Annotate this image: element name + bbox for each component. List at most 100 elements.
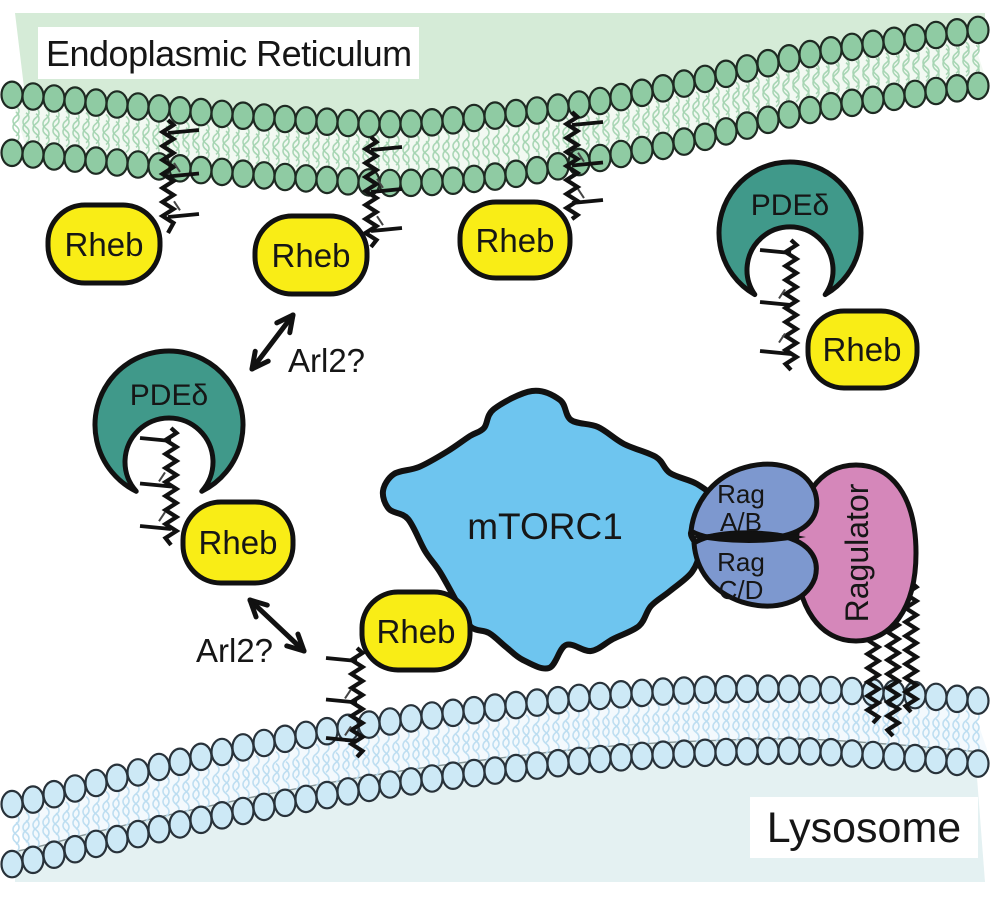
arrow-head xyxy=(247,597,259,620)
lipid-tail xyxy=(812,709,820,742)
prenyl-zigzag xyxy=(361,135,381,249)
lipid-head xyxy=(672,127,696,156)
lipid-head xyxy=(714,737,738,767)
lipid-tail xyxy=(782,699,790,731)
rheb-label: Rheb xyxy=(476,222,555,259)
lipid-tail xyxy=(52,812,60,844)
lipid-tail xyxy=(872,702,880,735)
lipid-head xyxy=(714,117,738,146)
lipid-head xyxy=(168,96,192,125)
lipid-tail xyxy=(192,128,200,160)
lipid-tail xyxy=(692,711,700,743)
anchor-tick xyxy=(139,481,172,489)
arrow-shaft xyxy=(247,597,307,654)
lipid-tail xyxy=(272,128,280,161)
lipid-head xyxy=(147,814,171,844)
lipid-head xyxy=(147,752,171,782)
lipid-tail xyxy=(72,807,80,839)
lipid-tail xyxy=(772,71,780,103)
lipid-tail xyxy=(632,104,640,136)
lipid-tail xyxy=(742,79,750,111)
lipid-tail xyxy=(772,76,780,108)
lipid-head xyxy=(441,166,465,195)
lipid-tail xyxy=(932,707,940,739)
lipid-tail xyxy=(682,99,690,131)
lipid-tail xyxy=(802,709,810,741)
lipid-head xyxy=(315,780,339,810)
lipid-head xyxy=(651,74,675,103)
lipid-head xyxy=(735,111,759,140)
lipid-head xyxy=(903,79,927,109)
lipid-head xyxy=(252,103,276,132)
lipid-head xyxy=(735,674,759,704)
lipid-tail xyxy=(282,760,290,793)
anchor-tick xyxy=(167,128,200,135)
rheb-protein-4: Rheb xyxy=(805,308,920,391)
lipid-tail xyxy=(532,120,540,153)
lipid-tail xyxy=(632,109,640,141)
lipid-tail xyxy=(252,127,260,159)
lipid-tail xyxy=(622,111,630,143)
lipid-head xyxy=(504,690,528,720)
lipid-tail xyxy=(462,138,470,170)
lipid-tail xyxy=(852,712,860,744)
lipid-head xyxy=(294,720,318,750)
lipid-tail xyxy=(612,705,620,737)
lipid-head xyxy=(756,736,780,766)
lipid-tail xyxy=(812,699,820,732)
lipid-head xyxy=(0,138,24,168)
anchor-accent xyxy=(577,188,585,199)
rag-cd-label-line1: Rag xyxy=(717,547,765,577)
lipid-tail xyxy=(552,118,560,150)
lipid-tail xyxy=(532,713,540,745)
rheb-protein-1: Rheb xyxy=(45,202,163,286)
lipid-tail xyxy=(622,106,630,138)
anchor-tick xyxy=(167,212,200,219)
lipid-head xyxy=(462,758,486,788)
lipid-head xyxy=(63,144,87,173)
lipid-tail xyxy=(12,105,20,137)
lipid-tail xyxy=(232,759,240,791)
rheb-label: Rheb xyxy=(199,524,278,561)
lipid-head xyxy=(609,139,633,169)
anchor-accent xyxy=(577,152,585,163)
lipid-tail xyxy=(122,121,130,154)
lipid-tail xyxy=(862,55,870,87)
lipid-tail xyxy=(852,60,860,92)
lipid-head xyxy=(798,736,822,766)
lipid-tail xyxy=(222,130,230,162)
lipid-tail xyxy=(722,699,730,731)
rheb-protein-3: Rheb xyxy=(457,199,573,281)
lipid-head xyxy=(903,743,927,773)
lipid-tail xyxy=(432,725,440,757)
lipid-tail xyxy=(852,56,860,88)
lipid-tail xyxy=(12,821,20,854)
lipid-tail xyxy=(42,114,50,146)
lipid-head xyxy=(189,97,213,127)
lipid-tail xyxy=(882,714,890,746)
lipid-head xyxy=(882,742,906,771)
arrow-head xyxy=(249,358,271,372)
lipid-head xyxy=(693,64,717,94)
arl2-label-upper: Arl2? xyxy=(288,342,365,379)
lipid-head xyxy=(441,698,465,728)
rag-interface-slit xyxy=(689,531,806,543)
lipid-tail xyxy=(862,712,870,745)
lipid-tail xyxy=(112,120,120,153)
lipid-tail xyxy=(252,133,260,165)
lipid-tail xyxy=(272,750,280,783)
lipid-tail xyxy=(392,730,400,763)
lipid-tail xyxy=(422,737,430,769)
rag-cd-label-line2: C/D xyxy=(719,575,764,605)
rag-ab-label-line1: Rag xyxy=(717,479,765,509)
arrow-head xyxy=(274,312,296,326)
pde-delta-protein-left xyxy=(92,348,246,494)
lipid-head xyxy=(42,142,66,171)
lipid-head xyxy=(105,148,129,177)
lipid-tail xyxy=(482,719,490,751)
rheb-label: Rheb xyxy=(65,226,144,263)
lipid-tail xyxy=(642,702,650,735)
lipid-tail xyxy=(702,700,710,732)
lipid-tail xyxy=(152,118,160,150)
lipid-tail xyxy=(512,726,520,758)
